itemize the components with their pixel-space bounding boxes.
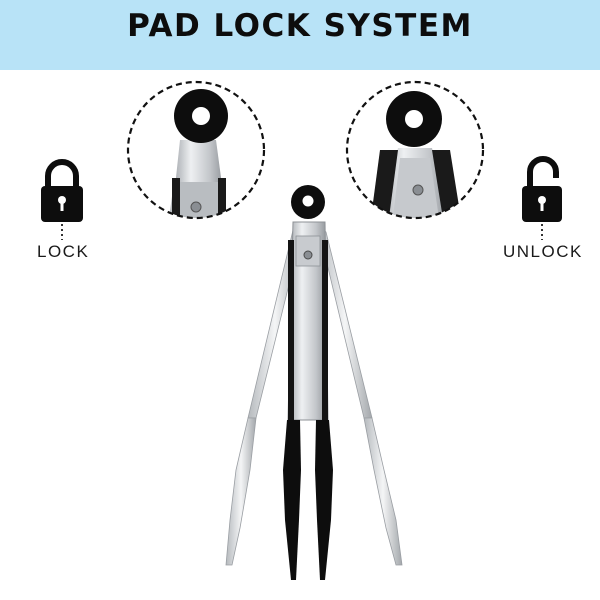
title-banner bbox=[0, 0, 600, 70]
unlock-detail-zoom bbox=[345, 80, 485, 220]
padlock-closed-icon bbox=[41, 159, 83, 222]
lock-label: LOCK bbox=[37, 242, 90, 261]
kitchen-tongs bbox=[225, 185, 403, 580]
unlock-label: UNLOCK bbox=[503, 242, 583, 261]
lock-detail-zoom bbox=[126, 80, 266, 220]
padlock-open-icon bbox=[522, 156, 562, 222]
page-title: PAD LOCK SYSTEM bbox=[127, 8, 473, 44]
